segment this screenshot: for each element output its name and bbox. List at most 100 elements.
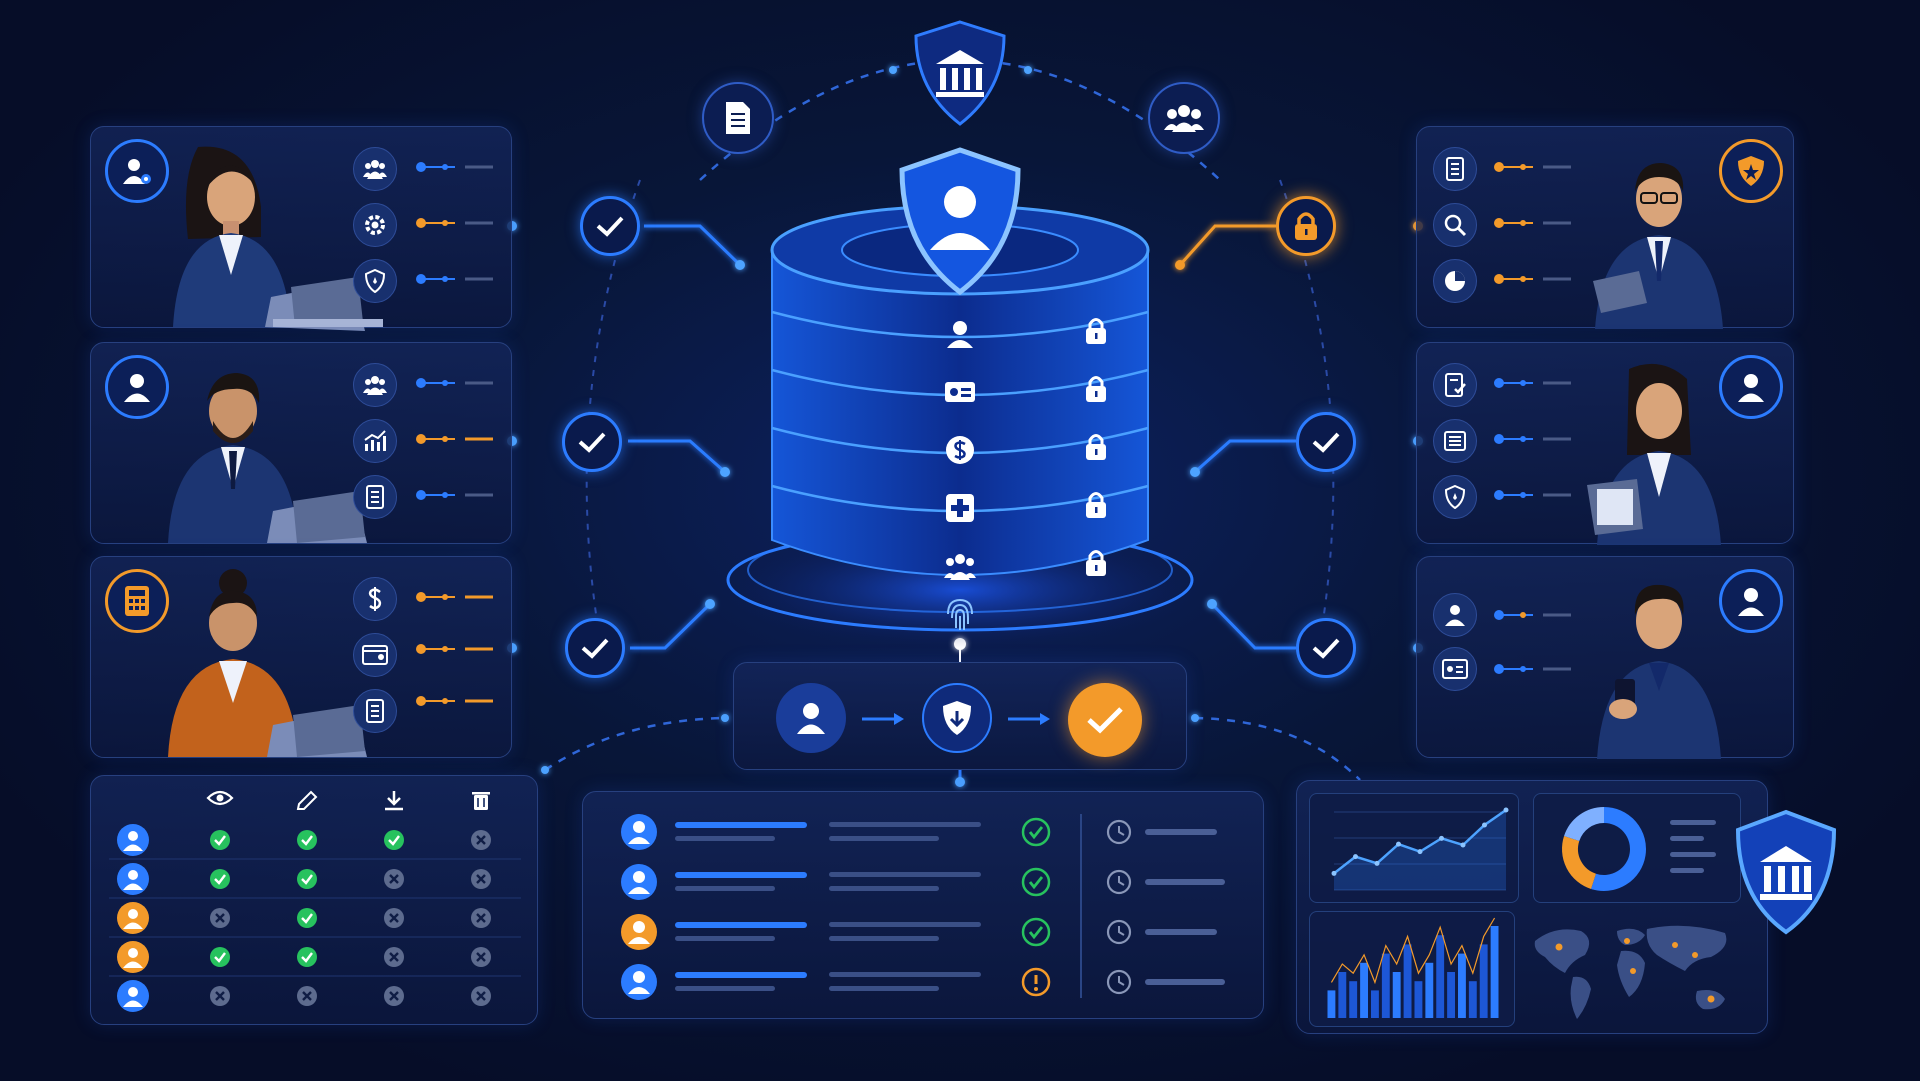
arrow-right-icon	[862, 713, 904, 725]
clock-icon	[1106, 919, 1132, 945]
user-card-analyst[interactable]	[90, 342, 512, 544]
bar	[1425, 962, 1434, 1018]
bar	[1381, 953, 1390, 1018]
shield-star-icon	[1719, 139, 1783, 203]
search-icon	[1433, 203, 1477, 247]
line-point	[1331, 870, 1337, 876]
user-icon	[776, 683, 846, 753]
donut-slice	[1562, 836, 1597, 889]
team-icon	[944, 554, 976, 580]
denied-x-icon[interactable]	[384, 869, 404, 889]
bar	[1468, 981, 1477, 1018]
role-avatar	[117, 941, 149, 973]
access-indicators	[1494, 610, 1571, 674]
fingerprint-icon	[947, 598, 973, 630]
line-point	[1417, 849, 1423, 855]
allowed-check-icon[interactable]	[297, 869, 317, 889]
document-icon	[353, 475, 397, 519]
denied-x-icon[interactable]	[384, 947, 404, 967]
donut-chart	[1562, 807, 1716, 891]
denied-x-icon[interactable]	[384, 986, 404, 1006]
user-card-auditor[interactable]	[1416, 126, 1794, 329]
donut-slice	[1564, 807, 1605, 842]
denied-x-icon[interactable]	[210, 986, 230, 1006]
calculator-icon	[105, 569, 169, 633]
list-icon	[1433, 419, 1477, 463]
line-point	[1460, 842, 1466, 848]
access-flow-panel[interactable]	[733, 662, 1187, 770]
document-icon	[353, 689, 397, 733]
woman-clipboard-illustration	[1587, 363, 1721, 545]
user-icon	[1719, 355, 1783, 419]
denied-x-icon[interactable]	[471, 986, 491, 1006]
legend-line	[1670, 836, 1704, 841]
user-card-admin[interactable]	[90, 126, 512, 331]
denied-x-icon[interactable]	[471, 869, 491, 889]
gear-icon	[353, 203, 397, 247]
user-card-mobile[interactable]	[1416, 556, 1794, 759]
bar	[1338, 972, 1347, 1018]
check-node-5	[1296, 618, 1356, 678]
lock-icon	[1086, 492, 1106, 518]
line-point	[1374, 860, 1380, 866]
access-indicators	[416, 378, 493, 500]
growth-chart-icon	[353, 419, 397, 463]
lock-icon	[1086, 550, 1106, 576]
allowed-check-icon[interactable]	[210, 830, 230, 850]
analytics-panel[interactable]	[1296, 780, 1768, 1034]
bar	[1360, 962, 1368, 1018]
bar	[1447, 972, 1455, 1018]
list-item[interactable]	[621, 914, 1217, 950]
allowed-check-icon[interactable]	[210, 869, 230, 889]
denied-x-icon[interactable]	[471, 947, 491, 967]
check-node-2	[562, 412, 622, 472]
bar	[1371, 990, 1379, 1018]
bar	[1436, 935, 1445, 1018]
allowed-check-icon[interactable]	[210, 947, 230, 967]
view-icon	[206, 790, 234, 806]
denied-x-icon[interactable]	[384, 908, 404, 928]
lock-icon	[1086, 434, 1106, 460]
allowed-check-icon[interactable]	[297, 947, 317, 967]
clock-icon	[1106, 819, 1132, 845]
permission-matrix[interactable]	[90, 775, 538, 1025]
arrow-right-icon	[1008, 713, 1050, 725]
dollar-icon	[353, 577, 397, 621]
team-icon	[353, 363, 397, 407]
world-map	[1534, 925, 1727, 1019]
list-item[interactable]	[621, 814, 1217, 850]
man-tablet-illustration	[1593, 163, 1723, 329]
denied-x-icon[interactable]	[471, 830, 491, 850]
bar-chart-widget	[1309, 911, 1515, 1027]
activity-log-list	[621, 814, 1225, 1000]
user-card-finance[interactable]	[90, 556, 512, 758]
denied-x-icon[interactable]	[471, 908, 491, 928]
bank-shield-icon	[1735, 809, 1837, 935]
world-map-widget	[1525, 911, 1741, 1027]
allowed-check-icon[interactable]	[384, 830, 404, 850]
activity-log-panel[interactable]	[582, 791, 1264, 1019]
check-node-4	[1296, 412, 1356, 472]
document-icon	[702, 82, 774, 154]
user-card-reviewer[interactable]	[1416, 342, 1794, 545]
legend-line	[1670, 820, 1716, 825]
allowed-check-icon[interactable]	[297, 830, 317, 850]
allowed-check-icon[interactable]	[297, 908, 317, 928]
denied-x-icon[interactable]	[210, 908, 230, 928]
man-laptop-illustration	[168, 373, 367, 543]
bar	[1403, 944, 1412, 1018]
user-icon	[1433, 593, 1477, 637]
line-area	[1334, 810, 1506, 890]
woman-laptop-illustration	[173, 146, 383, 331]
donut-chart-widget	[1533, 793, 1741, 903]
edit-icon	[296, 790, 318, 810]
warning-icon	[1021, 967, 1051, 997]
lock-icon	[1086, 376, 1106, 402]
lock-icon	[1086, 318, 1106, 344]
document-icon	[1433, 147, 1477, 191]
permission-grid	[109, 790, 521, 1012]
list-item[interactable]	[621, 964, 1225, 1000]
list-item[interactable]	[621, 864, 1225, 900]
denied-x-icon[interactable]	[297, 986, 317, 1006]
check-icon	[1068, 683, 1142, 757]
